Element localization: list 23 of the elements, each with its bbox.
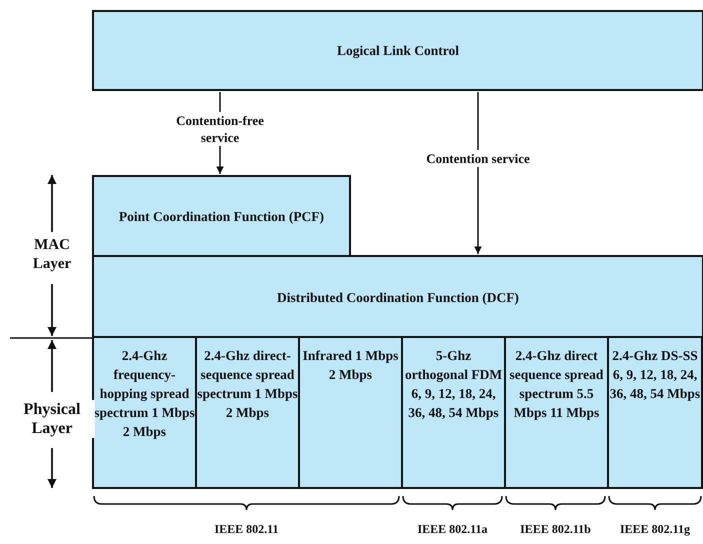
phy-cell: [504, 336, 609, 489]
phy-cell: [607, 336, 703, 489]
phy-cell: [195, 336, 300, 489]
standard-label: IEEE 802.11b: [519, 521, 592, 538]
layer-box: [92, 10, 703, 91]
node-text: Point Coordination Function (PCF): [118, 208, 324, 226]
node-text: 2.4-Ghz direct-sequence spread spectrum 1 Mbps 2 Mbps: [197, 347, 298, 422]
standard-label: IEEE 802.11a: [416, 521, 489, 538]
node-text: 2.4-Ghz frequency-hopping spread spectrum 1 Mbps 2 Mbps: [94, 347, 195, 441]
layer-box: [92, 255, 703, 339]
standard-label: IEEE 802.11g: [618, 521, 692, 538]
layer-box: [92, 175, 351, 257]
node-text: Infrared 1 Mbps 2 Mbps: [302, 347, 400, 384]
node-text: 2.4-Ghz direct sequence spread spectrum 5.5 Mbps 11 Mbps: [508, 347, 604, 422]
node-text: 2.4-Ghz DS-SS 6, 9, 12, 18, 24, 36, 48, 54 Mbps: [609, 347, 701, 403]
arrow: [474, 92, 482, 254]
node-text: Distributed Coordination Function (DCF): [276, 288, 520, 306]
standard-label: IEEE 802.11: [213, 521, 280, 538]
phy-cell: [401, 336, 506, 489]
phy-cell: [298, 336, 403, 489]
node-text: Logical Link Control: [336, 42, 460, 60]
node-text: 5-Ghz orthogonal FDM 6, 9, 12, 18, 24, 36, 48, 54 Mbps: [404, 347, 504, 422]
phy-cell: [92, 336, 197, 489]
